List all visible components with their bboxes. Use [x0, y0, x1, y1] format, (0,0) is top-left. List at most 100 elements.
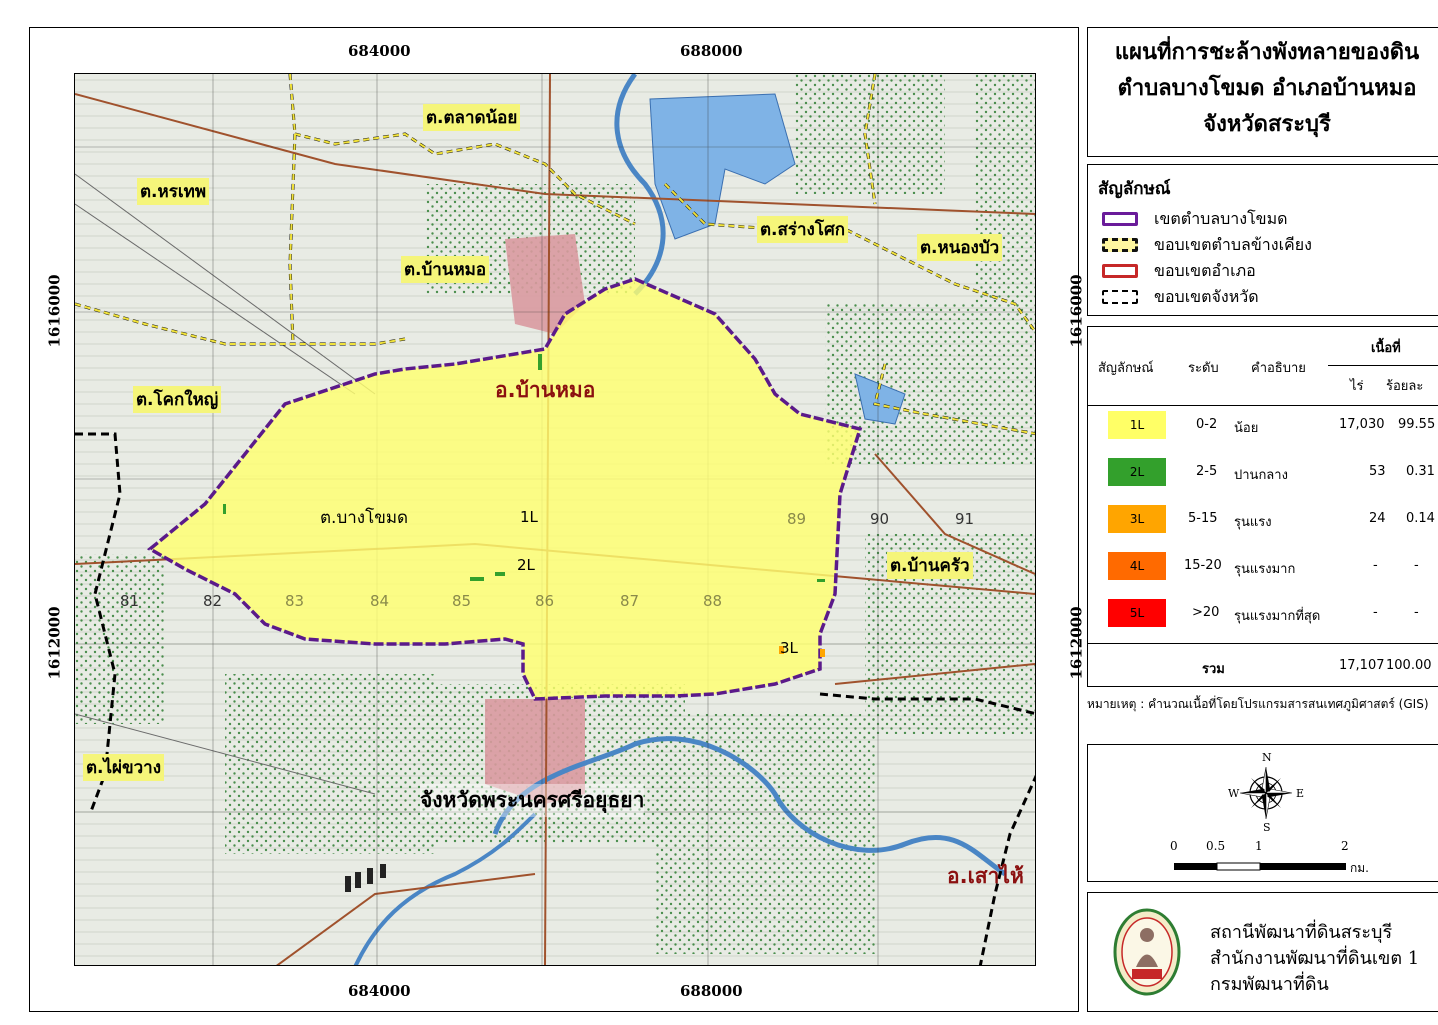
class-swatch-3L: 3L: [1108, 505, 1166, 533]
row-level: 5-15: [1188, 511, 1218, 526]
org-line2: สำนักงานพัฒนาที่ดินเขต 1: [1210, 948, 1420, 969]
header-area: เนื้อที่: [1371, 341, 1401, 356]
coord-bottom-684000: 684000: [348, 982, 411, 1000]
header-percent: ร้อยละ: [1386, 379, 1424, 394]
table-row: 4L 15-20 รุนแรงมาก - -: [1088, 552, 1438, 592]
row-percent: -: [1414, 605, 1419, 620]
grid-number: 82: [203, 592, 223, 610]
row-desc: รุนแรงมาก: [1234, 562, 1296, 577]
table-header: สัญลักษณ์ ระดับ คำอธิบาย เนื้อที่ ไร่ ร้…: [1088, 327, 1438, 406]
table-row: 3L 5-15 รุนแรง 24 0.14: [1088, 505, 1438, 545]
compass-s: S: [1263, 821, 1271, 834]
label-class-2L: 2L: [517, 556, 535, 574]
table-row: 5L >20 รุนแรงมากที่สุด - -: [1088, 599, 1438, 639]
grid-number: 91: [955, 510, 975, 528]
total-percent: 100.00: [1386, 658, 1432, 673]
row-rai: -: [1373, 605, 1378, 620]
calculation-note: หมายเหตุ : คำนวณเนื้อที่โดยโปรแกรมสารสนเ…: [1087, 697, 1429, 711]
map-title-line3: จังหวัดสระบุรี: [1203, 111, 1331, 137]
grid-number: 85: [452, 592, 472, 610]
header-desc: คำอธิบาย: [1251, 361, 1306, 376]
grid-number: 90: [870, 510, 890, 528]
label-sarang-khok: ต.สร่างโศก: [757, 216, 849, 243]
coord-bottom-688000: 688000: [680, 982, 743, 1000]
label-phai-khwang: ต.ไผ่ขวาง: [83, 754, 165, 781]
header-level: ระดับ: [1188, 361, 1219, 376]
org-line3: กรมพัฒนาที่ดิน: [1210, 974, 1329, 995]
compass-w: W: [1228, 787, 1240, 800]
table-row: 2L 2-5 ปานกลาง 53 0.31: [1088, 458, 1438, 498]
north-arrow-scale-panel: N S E W 0 0.5 1 2 กม.: [1087, 744, 1438, 882]
label-sao-hai: อ.เสาไห้: [947, 864, 1024, 888]
class-swatch-2L: 2L: [1108, 458, 1166, 486]
row-desc: รุนแรง: [1234, 515, 1272, 530]
label-bang-khamot: ต.บางโขมด: [320, 508, 409, 528]
urban-area-tha-ruea: [485, 699, 585, 804]
ldd-logo-icon: [1113, 908, 1181, 996]
label-ayutthaya: จังหวัดพระนครศรีอยุธยา: [420, 784, 645, 817]
label-ban-mo: ต.บ้านหมอ: [401, 256, 490, 283]
map-svg: [75, 74, 1035, 965]
label-class-3L: 3L: [780, 639, 798, 657]
total-label: รวม: [1202, 662, 1225, 677]
legend-swatch: [1102, 290, 1138, 304]
urban-area-ban-mo: [505, 234, 585, 334]
header-rai: ไร่: [1350, 379, 1364, 394]
legend-label: เขตตำบลบางโขมด: [1154, 208, 1288, 228]
erosion-table: สัญลักษณ์ ระดับ คำอธิบาย เนื้อที่ ไร่ ร้…: [1087, 326, 1438, 687]
neighbor-tambon-boundaries-yellow: [75, 74, 1035, 435]
row-percent: 0.14: [1406, 511, 1435, 526]
erosion-patches-2L: [223, 354, 825, 582]
label-nong-bua: ต.หนองบัว: [917, 234, 1003, 261]
legend-swatch: [1102, 212, 1138, 226]
row-desc: รุนแรงมากที่สุด: [1234, 609, 1321, 624]
legend-label: ขอบเขตตำบลข้างเคียง: [1154, 234, 1312, 254]
row-percent: -: [1414, 558, 1419, 573]
scale-tick-0-5: 0.5: [1206, 839, 1226, 853]
lake-north: [649, 93, 796, 240]
row-level: >20: [1192, 605, 1220, 620]
legend-label: ขอบเขตอำเภอ: [1154, 260, 1256, 280]
legend-item-neighbor: ขอบเขตตำบลข้างเคียง: [1102, 232, 1438, 258]
legend-heading: สัญลักษณ์: [1098, 179, 1171, 199]
scale-bar: [1174, 862, 1346, 871]
row-level: 0-2: [1196, 417, 1218, 432]
title-panel: แผนที่การชะล้างพังทลายของดิน ตำบลบางโขมด…: [1087, 27, 1438, 157]
row-rai: -: [1373, 558, 1378, 573]
coord-left-1616000: 1616000: [45, 274, 64, 348]
label-horathep: ต.หรเทพ: [137, 178, 210, 205]
river-southwest: [353, 812, 537, 965]
map-frame: [29, 27, 1079, 1012]
row-percent: 99.55: [1398, 417, 1436, 432]
class-code: 2L: [1129, 465, 1145, 479]
legend-swatch: [1102, 238, 1138, 252]
class-code: 1L: [1129, 418, 1145, 432]
row-rai: 53: [1369, 464, 1386, 479]
erosion-patches-3L: [779, 646, 825, 657]
compass-e: E: [1296, 787, 1305, 800]
coord-top-684000: 684000: [348, 42, 411, 60]
grid-number: 84: [370, 592, 390, 610]
class-code: 4L: [1129, 559, 1145, 573]
scale-unit: กม.: [1350, 861, 1369, 875]
tambon-bang-khamot-boundary[interactable]: [146, 277, 863, 701]
map-title-line1: แผนที่การชะล้างพังทลายของดิน: [1114, 39, 1420, 65]
legend-label: ขอบเขตจังหวัด: [1154, 286, 1259, 306]
grid-number: 86: [535, 592, 555, 610]
coord-right-1616000: 1616000: [1067, 274, 1086, 348]
map-canvas[interactable]: ต.ตลาดน้อย ต.หรเทพ ต.สร่างโศก ต.หนองบัว …: [74, 73, 1036, 966]
legend-item-district: ขอบเขตอำเภอ: [1102, 258, 1438, 284]
legend-item-province: ขอบเขตจังหวัด: [1102, 284, 1438, 310]
row-rai: 24: [1369, 511, 1386, 526]
north-arrow-svg: [1174, 766, 1346, 871]
map-title-line2: ตำบลบางโขมด อำเภอบ้านหมอ: [1117, 75, 1417, 101]
class-swatch-5L: 5L: [1108, 599, 1166, 627]
grid-number: 88: [703, 592, 723, 610]
table-total-row: รวม 17,107 100.00: [1088, 643, 1438, 686]
province-boundary: [75, 432, 1035, 965]
class-code: 3L: [1129, 512, 1145, 526]
grid-number: 83: [285, 592, 305, 610]
row-rai: 17,030: [1339, 417, 1385, 432]
header-symbol: สัญลักษณ์: [1098, 361, 1154, 376]
row-desc: น้อย: [1234, 421, 1259, 436]
